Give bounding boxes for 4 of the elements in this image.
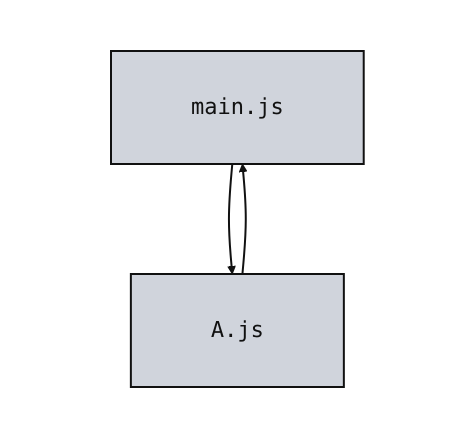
arrow [238,164,248,274]
node-box: main.js [110,50,364,165]
arrow [226,164,236,274]
node-box: A.js [130,273,344,388]
